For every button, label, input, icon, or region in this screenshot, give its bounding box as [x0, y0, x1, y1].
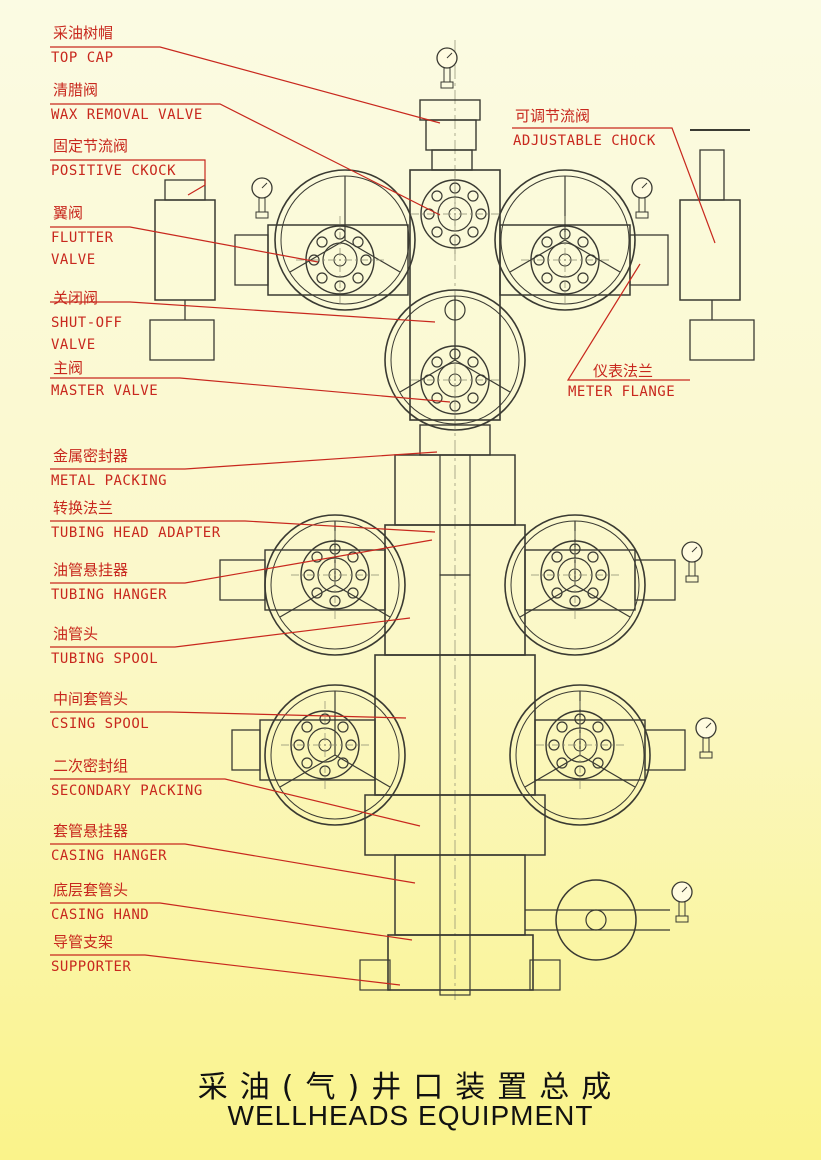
label-casing-hand-en: CASING HAND: [51, 907, 150, 923]
leader-secondary: [50, 778, 421, 827]
leader-shut-off: [50, 301, 436, 323]
label-flutter-en2: VALVE: [51, 252, 96, 268]
label-shut-off-cn: 关闭阀: [53, 289, 99, 307]
page-title-en: WELLHEADS EQUIPMENT: [227, 1100, 594, 1131]
label-shut-off-en: SHUT-OFF: [51, 315, 123, 331]
leader-tubing-spool: [50, 617, 411, 648]
label-supporter-cn: 导管支架: [53, 933, 114, 951]
label-tubing-adapter-cn: 转换法兰: [53, 499, 114, 517]
page-title-cn: 采油(气)井口装置总成: [197, 1070, 624, 1105]
label-adjustable-chock-en: ADJUSTABLE CHOCK: [513, 133, 656, 149]
label-tubing-spool-cn: 油管头: [53, 625, 99, 643]
label-casing-hanger-cn: 套管悬挂器: [53, 822, 129, 840]
label-adjustable-chock-cn: 可调节流阀: [515, 107, 591, 125]
label-casing-spool-cn: 中间套管头: [53, 690, 129, 708]
leader-positive-chock: [50, 159, 206, 196]
label-positive-chock-cn: 固定节流阀: [53, 137, 129, 155]
label-master-cn: 主阀: [53, 359, 84, 377]
label-secondary-cn: 二次密封组: [53, 757, 129, 775]
leader-casing-hand: [50, 902, 413, 941]
label-wax-removal-cn: 清腊阀: [53, 81, 99, 99]
label-flutter-en: FLUTTER: [51, 230, 114, 246]
label-top-cap-en: TOP CAP: [51, 50, 114, 66]
label-master-en: MASTER VALVE: [51, 383, 159, 399]
leader-supporter: [50, 954, 401, 986]
label-metal-packing-cn: 金属密封器: [53, 447, 129, 465]
label-casing-hand-cn: 底层套管头: [53, 881, 129, 899]
label-meter-flange-cn: 仪表法兰: [593, 362, 654, 380]
label-tubing-hanger-cn: 油管悬挂器: [53, 561, 129, 579]
leader-tubing-adapter: [50, 520, 436, 533]
label-casing-spool-en: CSING SPOOL: [51, 716, 150, 732]
leader-adjustable-chock: [512, 127, 716, 244]
leader-casing-spool: [50, 711, 407, 719]
label-tubing-hanger-en: TUBING HANGER: [51, 587, 168, 603]
leader-wax-removal: [50, 103, 441, 216]
leader-top-cap: [50, 46, 441, 124]
leader-flutter: [50, 226, 319, 263]
label-shut-off-en2: VALVE: [51, 337, 96, 353]
leader-metal-packing: [50, 451, 438, 470]
label-top-cap-cn: 采油树帽: [53, 24, 114, 42]
leader-master: [50, 377, 451, 403]
label-meter-flange-en: METER FLANGE: [568, 384, 676, 400]
label-flutter-cn: 翼阀: [53, 204, 84, 222]
label-tubing-adapter-en: TUBING HEAD ADAPTER: [51, 525, 221, 541]
label-casing-hanger-en: CASING HANGER: [51, 848, 168, 864]
label-metal-packing-en: METAL PACKING: [51, 473, 168, 489]
label-positive-chock-en: POSITIVE CKOCK: [51, 163, 177, 179]
label-tubing-spool-en: TUBING SPOOL: [51, 651, 159, 667]
label-wax-removal-en: WAX REMOVAL VALVE: [51, 107, 203, 123]
leader-tubing-hanger: [50, 539, 433, 584]
label-secondary-en: SECONDARY PACKING: [51, 783, 203, 799]
leader-casing-hanger: [50, 843, 416, 884]
leader-meter-flange: [566, 263, 690, 381]
label-supporter-en: SUPPORTER: [51, 959, 132, 975]
